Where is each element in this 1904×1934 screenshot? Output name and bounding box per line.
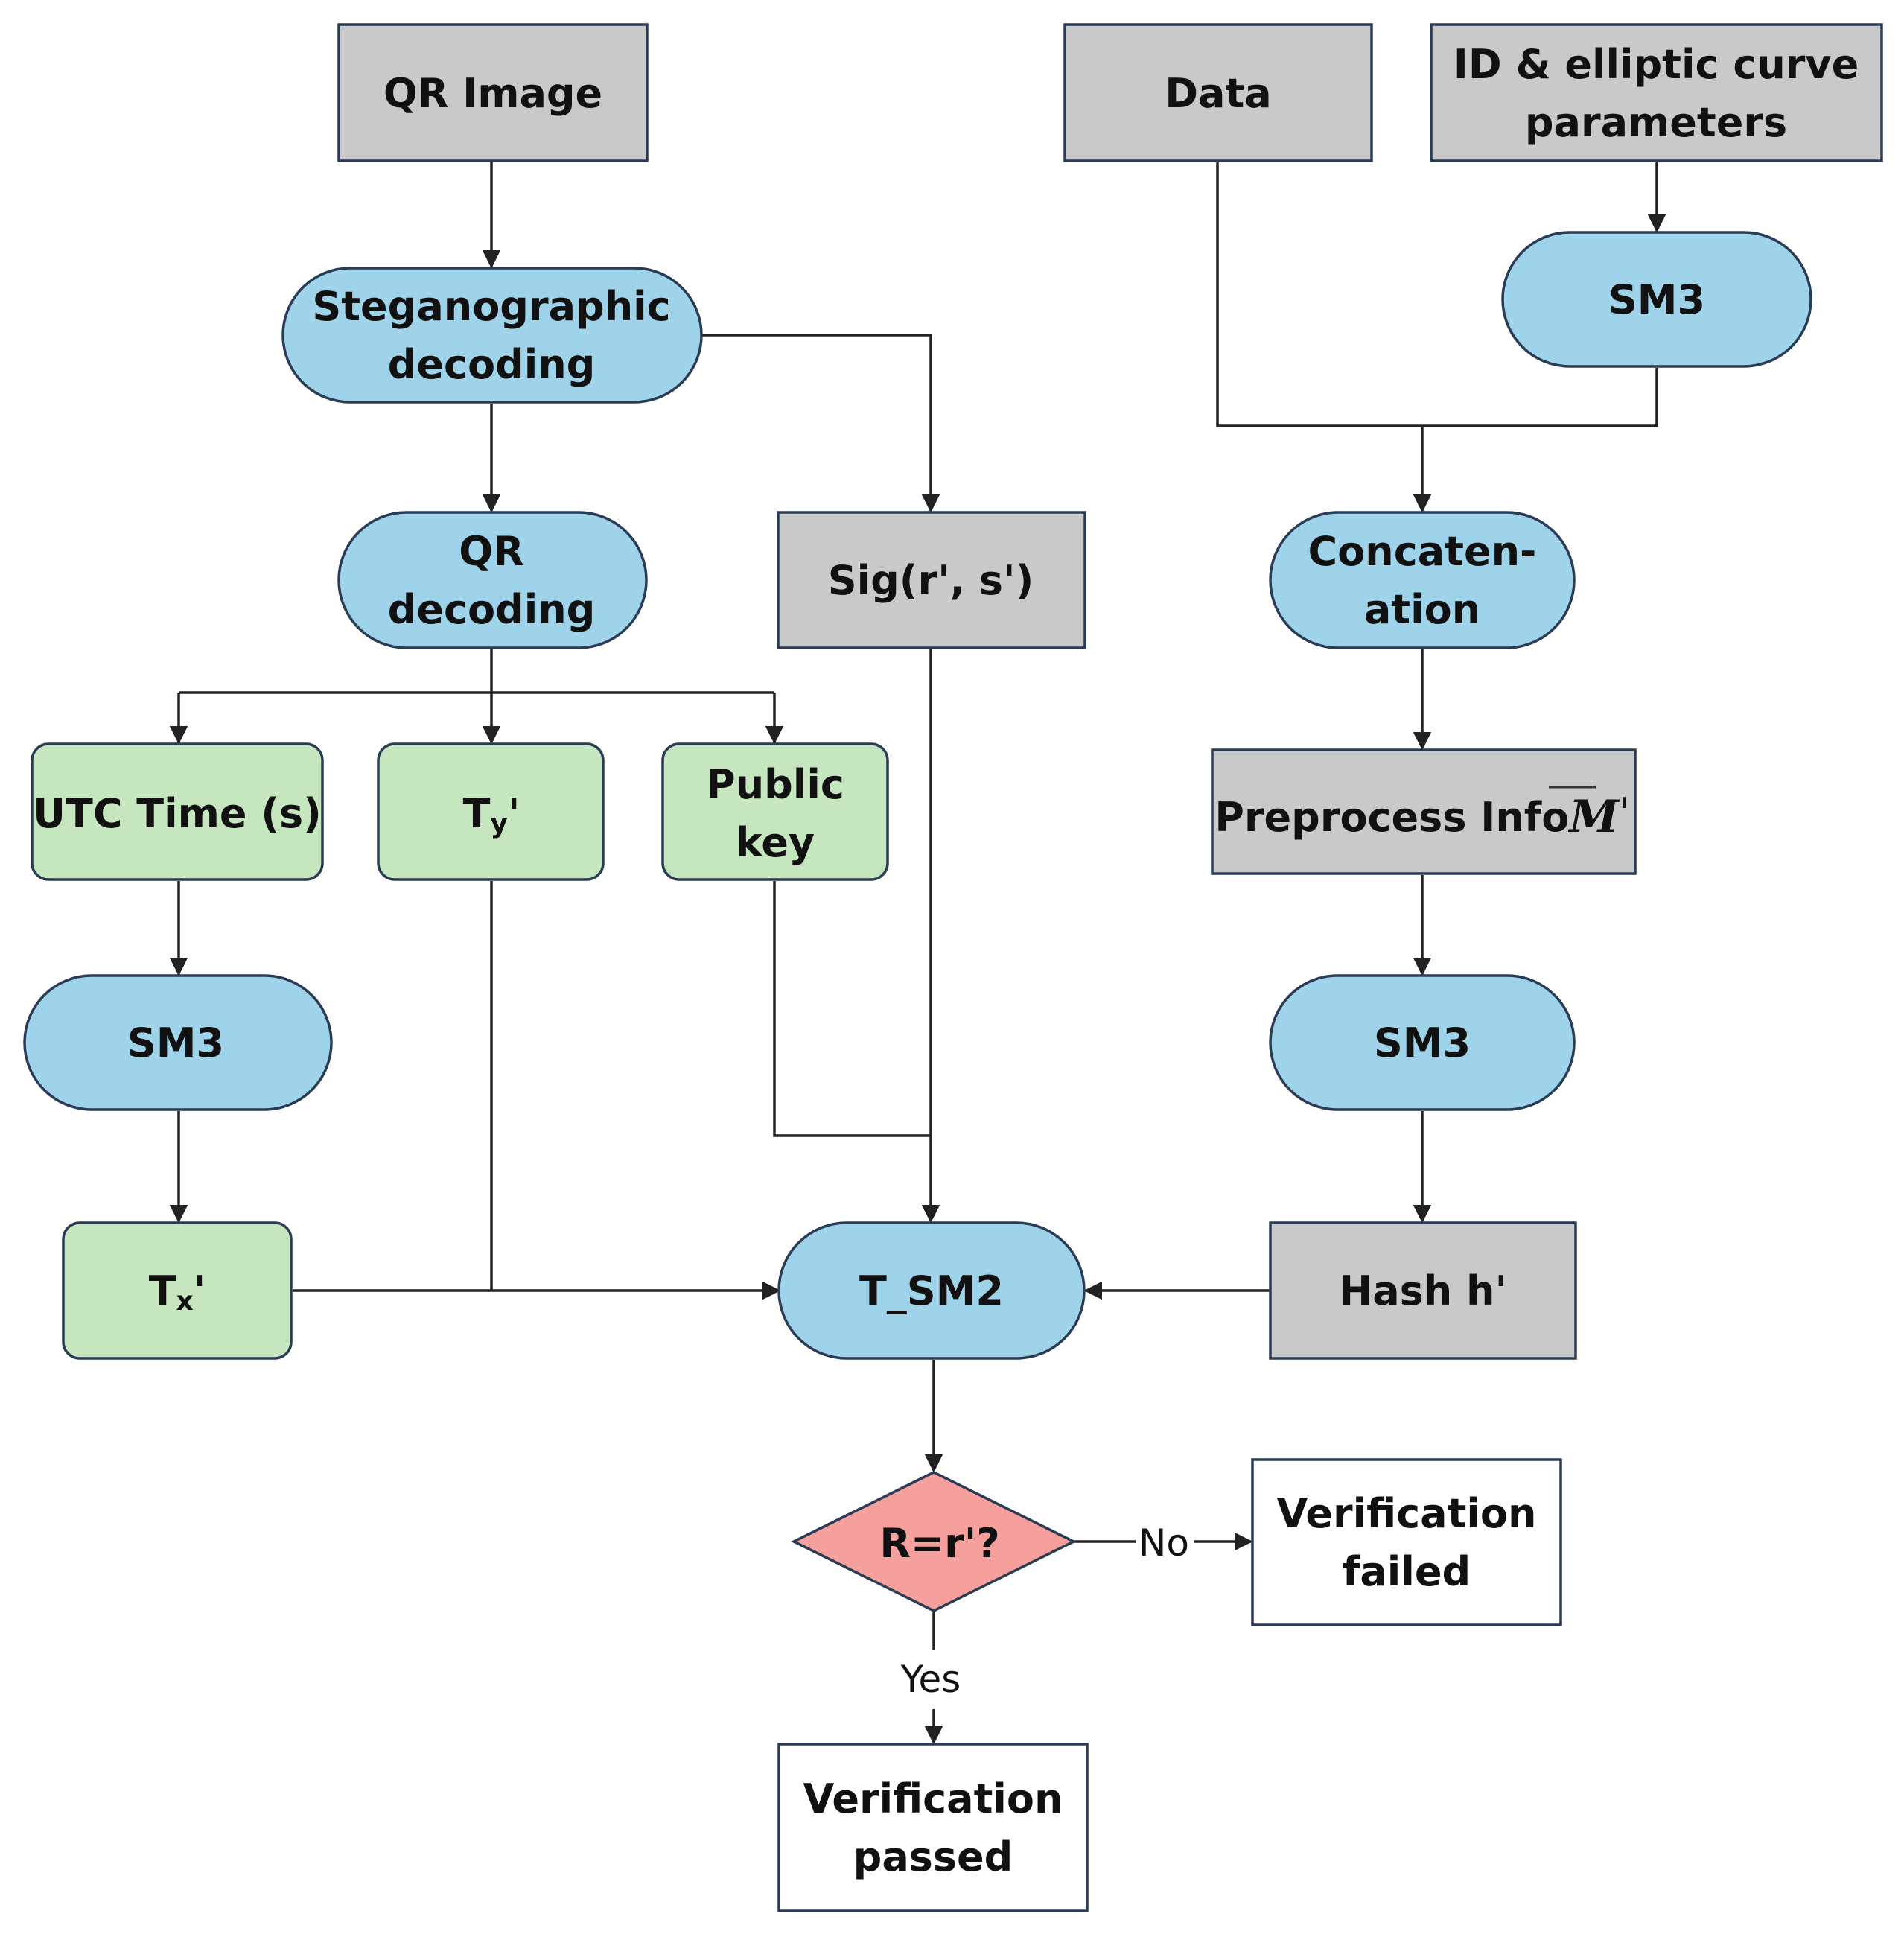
node-ty-suffix: ' <box>508 790 520 837</box>
node-preprocess: Preprocess InfoM' <box>1211 748 1637 875</box>
node-sm3-right-label: SM3 <box>1374 1020 1471 1066</box>
node-t-sm2-label: T_SM2 <box>859 1267 1004 1314</box>
node-label-line: Concaten- <box>1308 528 1537 575</box>
node-label-line: ID & elliptic curve <box>1454 41 1859 88</box>
node-label-line: decoding <box>388 586 596 633</box>
node-label-line: SM3 <box>1374 1020 1471 1066</box>
edge-public-key-to-t-sm2 <box>773 881 931 1137</box>
node-public-key-label: Public key <box>706 761 844 866</box>
node-label-line: SM3 <box>1608 276 1705 323</box>
node-tx-main: T <box>149 1267 176 1314</box>
node-label-line: parameters <box>1525 99 1787 146</box>
node-label-line: Sig(r', s') <box>828 557 1034 604</box>
node-ty: Ty' <box>377 742 605 881</box>
node-decision-label: R=r'? <box>879 1520 999 1567</box>
node-sm3-left: SM3 <box>23 974 333 1111</box>
node-label-line: R=r'? <box>879 1520 999 1567</box>
node-decision: R=r'? <box>791 1471 1077 1612</box>
node-label-line: QR Image <box>383 70 602 117</box>
node-preprocess-text: Preprocess Info <box>1214 794 1569 841</box>
node-verification-passed-label: Verification passed <box>803 1775 1063 1880</box>
node-tx: Tx' <box>62 1221 293 1360</box>
node-qr-image: QR Image <box>337 23 649 162</box>
node-hash-label: Hash h' <box>1339 1267 1507 1314</box>
node-concatenation: Concaten-ation <box>1269 511 1576 649</box>
node-tx-label: Tx' <box>149 1267 206 1317</box>
node-sm3-top-label: SM3 <box>1608 276 1705 323</box>
node-sig: Sig(r', s') <box>777 511 1086 649</box>
node-tx-sub: x <box>176 1286 194 1317</box>
node-label-line: Steganographic <box>312 283 670 330</box>
edge-qr-decoding-split <box>179 648 774 694</box>
node-label-line: passed <box>853 1833 1013 1880</box>
node-concatenation-label: Concaten-ation <box>1308 528 1537 633</box>
node-data: Data <box>1063 23 1373 162</box>
node-tx-suffix: ' <box>194 1267 206 1314</box>
node-label-line: Public <box>706 761 844 808</box>
node-id-params-label: ID & elliptic curve parameters <box>1454 41 1859 146</box>
node-ty-main: T <box>463 790 491 837</box>
node-label-line: decoding <box>388 341 596 388</box>
node-steg-decoding: Steganographic decoding <box>281 267 703 404</box>
node-label-line: Verification <box>803 1775 1063 1822</box>
node-utc-time: UTC Time (s) <box>31 742 324 881</box>
node-hash: Hash h' <box>1269 1221 1577 1360</box>
node-label-line: T_SM2 <box>859 1267 1004 1314</box>
node-preprocess-label: Preprocess InfoM' <box>1214 789 1629 844</box>
node-label-line: Hash h' <box>1339 1267 1507 1314</box>
edge-steg-to-sig <box>698 334 940 513</box>
node-utc-time-label: UTC Time (s) <box>33 790 322 837</box>
node-qr-image-label: QR Image <box>383 70 602 117</box>
node-data-label: Data <box>1165 70 1272 117</box>
node-sm3-top: SM3 <box>1501 231 1812 368</box>
node-steg-decoding-label: Steganographic decoding <box>312 283 670 388</box>
node-label-line: Data <box>1165 70 1272 117</box>
node-label-line: UTC Time (s) <box>33 790 322 837</box>
node-verification-passed: Verification passed <box>777 1743 1089 1912</box>
node-qr-decoding: QR decoding <box>337 511 648 649</box>
node-verification-failed: Verification failed <box>1251 1458 1562 1626</box>
edge-label-no: No <box>1139 1521 1189 1565</box>
node-label-line: failed <box>1343 1548 1471 1595</box>
node-verification-failed-label: Verification failed <box>1277 1490 1537 1595</box>
node-label-line: ation <box>1364 586 1480 633</box>
edge-data-to-concat <box>1216 162 1658 427</box>
node-public-key: Public key <box>661 742 889 881</box>
node-id-params: ID & elliptic curve parameters <box>1430 23 1883 162</box>
node-label-line: Verification <box>1277 1490 1537 1537</box>
node-label-line: key <box>736 819 815 866</box>
edges <box>169 162 1666 1743</box>
node-preprocess-math: M <box>1567 791 1620 843</box>
node-ty-sub: y <box>490 809 507 839</box>
node-qr-decoding-label: QR decoding <box>388 528 596 633</box>
node-preprocess-suffix: ' <box>1619 789 1630 836</box>
node-sm3-left-label: SM3 <box>127 1020 224 1066</box>
edge-label-yes: Yes <box>900 1658 961 1701</box>
node-t-sm2: T_SM2 <box>777 1221 1086 1360</box>
node-label-line: QR <box>459 528 524 575</box>
node-ty-label: Ty' <box>463 790 520 839</box>
node-sm3-right: SM3 <box>1269 974 1576 1111</box>
node-sig-label: Sig(r', s') <box>828 557 1034 604</box>
node-label-line: SM3 <box>127 1020 224 1066</box>
